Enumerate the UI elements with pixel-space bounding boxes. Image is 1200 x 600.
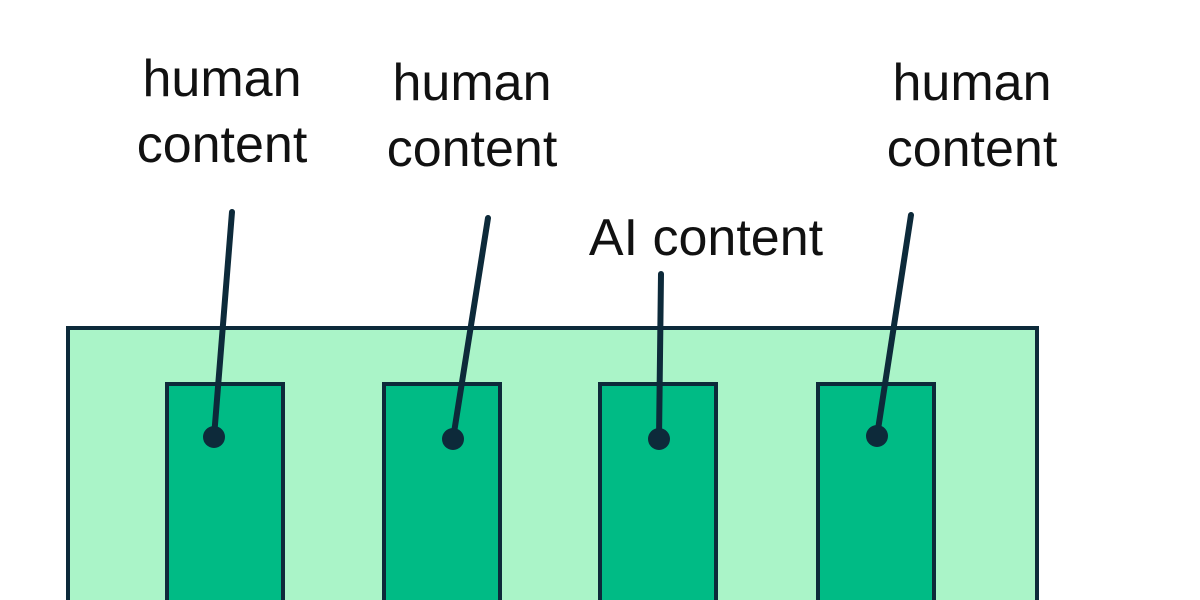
- content-block-1: [165, 382, 285, 600]
- pointer-dot-2: [442, 428, 464, 450]
- label-line: AI content: [588, 209, 824, 267]
- human-content-label-1: human content: [137, 46, 308, 178]
- pointer-line-4: [874, 212, 914, 439]
- pointer-line-2: [450, 215, 491, 442]
- label-line: human: [392, 54, 552, 112]
- content-block-4: [816, 382, 936, 600]
- ai-content-label: AI content: [589, 205, 823, 271]
- pointer-line-3: [656, 271, 664, 442]
- label-line: human: [892, 54, 1052, 112]
- label-line: content: [886, 120, 1058, 178]
- pointer-dot-1: [203, 426, 225, 448]
- label-line: content: [386, 120, 558, 178]
- label-line: human: [142, 50, 302, 108]
- human-content-label-2: human content: [387, 50, 558, 182]
- pointer-dot-4: [866, 425, 888, 447]
- human-content-label-3: human content: [887, 50, 1058, 182]
- label-line: content: [136, 116, 308, 174]
- pointer-line-1: [211, 209, 235, 440]
- content-block-2: [382, 382, 502, 600]
- pointer-dot-3: [648, 428, 670, 450]
